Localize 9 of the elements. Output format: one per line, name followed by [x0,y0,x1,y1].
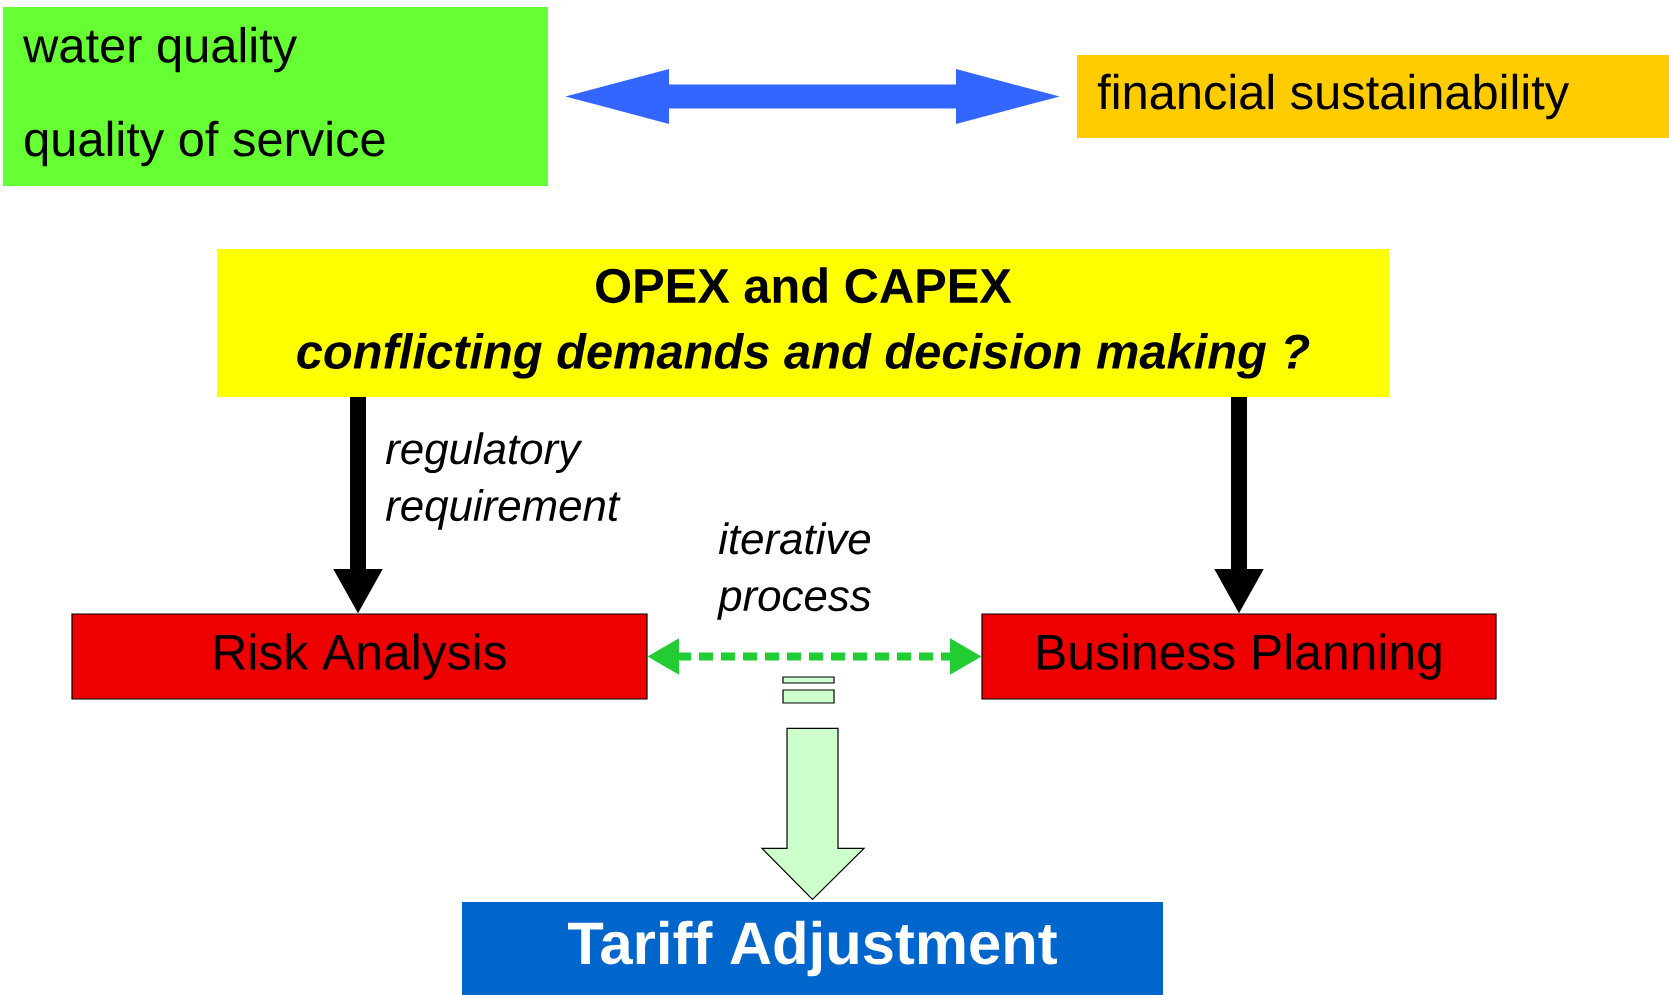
heading-box: OPEX and CAPEX conflicting demands and decision making ? [217,249,1389,397]
process-box: Risk Analysis [71,613,648,700]
result-box: Tariff Adjustment [462,902,1163,995]
criteria-box: financial sustainability [1077,55,1669,138]
block-arrow [760,676,866,901]
edge-label: regulatory requirement [385,432,621,530]
edge-label: iterative process [717,522,871,620]
criteria-box: water quality quality of service [3,7,548,186]
process-box: Business Planning [981,613,1497,700]
